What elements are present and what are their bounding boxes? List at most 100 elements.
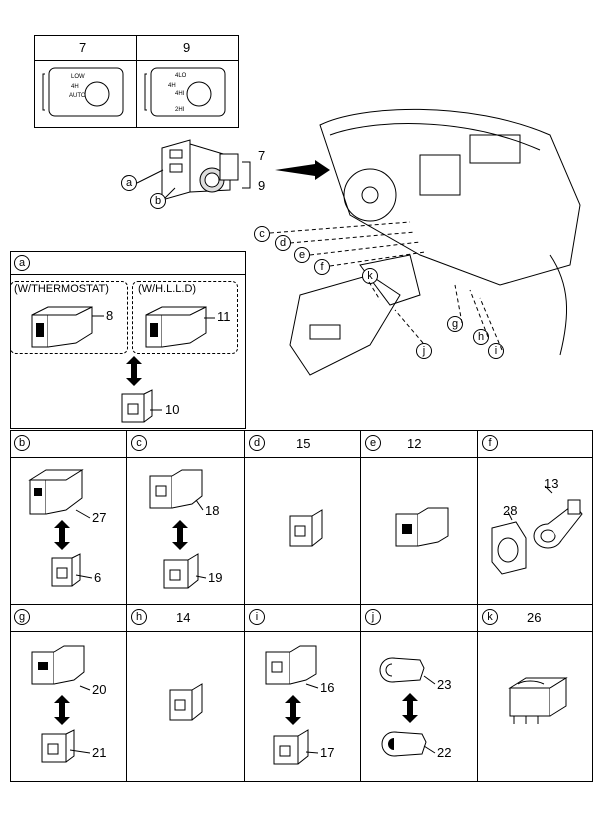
callout-g: g xyxy=(447,316,463,332)
panel-h-letter: h xyxy=(131,609,147,625)
part-18: 18 xyxy=(205,503,220,518)
part-8: 8 xyxy=(106,308,114,323)
callout-h: h xyxy=(473,329,489,345)
panel-j-header xyxy=(361,605,477,632)
panel-i-header xyxy=(245,605,360,632)
switch-10-illustration xyxy=(121,389,153,423)
part-10: 10 xyxy=(165,402,180,417)
panel-i xyxy=(244,604,361,782)
panel-g-header xyxy=(11,605,126,632)
part-11: 11 xyxy=(217,309,231,324)
switch-27-illustration xyxy=(28,469,84,515)
panel-k-letter: k xyxy=(482,609,498,625)
panel-i-letter: i xyxy=(249,609,265,625)
callout-9: 9 xyxy=(258,178,266,193)
panel-d-letter: d xyxy=(249,435,265,451)
power-outlet-23-illustration xyxy=(379,657,425,683)
callout-f: f xyxy=(314,259,330,275)
knob7-label-4h: 4H xyxy=(71,84,79,90)
part-28: 28 xyxy=(503,503,518,518)
ashtray-26-illustration xyxy=(508,677,568,724)
panel-b-letter: b xyxy=(14,435,30,451)
panel-d-header xyxy=(245,431,360,458)
dashboard-pointer-arrow xyxy=(275,160,330,180)
label-w-hlld: (W/H.L.L.D) xyxy=(138,283,197,295)
cigar-lighter-22-illustration xyxy=(381,731,427,757)
switch-11-illustration xyxy=(145,306,207,348)
knob9-label-2hi: 2HI xyxy=(175,107,185,113)
panel-g xyxy=(10,604,127,782)
panel-d-part-15: 15 xyxy=(296,436,311,451)
knob9-label-4h: 4H xyxy=(168,83,176,89)
panel-k-header xyxy=(478,605,592,632)
switch-6-illustration xyxy=(51,553,81,587)
switch-15-illustration xyxy=(289,509,323,547)
panel-e-part-12: 12 xyxy=(407,436,422,451)
part-23: 23 xyxy=(437,677,452,692)
part-27: 27 xyxy=(92,510,107,525)
part-16: 16 xyxy=(320,680,335,695)
label-w-thermostat: (W/THERMOSTAT) xyxy=(14,283,109,295)
switch-21-illustration xyxy=(41,729,75,763)
panel-h-part-14: 14 xyxy=(176,610,191,625)
switch-19-illustration xyxy=(163,553,199,589)
panel-j-letter: j xyxy=(365,609,381,625)
switch-13-illustration xyxy=(533,499,583,549)
inset-knob-panels: 7 9 LOW 4H AUTO 4LO 4H 4HI 2HI xyxy=(34,35,239,128)
panel-h xyxy=(126,604,245,782)
switch-8-illustration xyxy=(31,306,93,348)
panel-h-header xyxy=(127,605,244,632)
part-6: 6 xyxy=(94,570,102,585)
inset-divider xyxy=(136,36,137,127)
switch-12-illustration xyxy=(395,507,449,547)
panel-i-double-arrow xyxy=(285,695,301,725)
switch-17-illustration xyxy=(273,729,309,765)
panel-k-part-26: 26 xyxy=(527,610,542,625)
panel-a-header xyxy=(11,252,245,275)
panel-f-letter: f xyxy=(482,435,498,451)
part-13: 13 xyxy=(544,476,559,491)
inset-number-7: 7 xyxy=(79,40,87,55)
group-w-thermostat xyxy=(10,281,128,354)
panel-c-double-arrow xyxy=(172,520,188,550)
callout-i: i xyxy=(488,343,504,359)
knob9-label-4lo: 4LO xyxy=(175,73,187,79)
panel-f-header xyxy=(478,431,592,458)
switch-16-illustration xyxy=(265,645,317,685)
callout-c: c xyxy=(254,226,270,242)
inset-number-9: 9 xyxy=(183,40,191,55)
panel-j-double-arrow xyxy=(402,693,418,723)
panel-a-letter: a xyxy=(14,255,30,271)
switch-18-illustration xyxy=(149,469,203,509)
part-20: 20 xyxy=(92,682,107,697)
panel-e-letter: e xyxy=(365,435,381,451)
panel-e-header xyxy=(361,431,477,458)
switch-module-illustration xyxy=(161,139,239,201)
knob7-label-low: LOW xyxy=(71,74,85,80)
panel-c-header xyxy=(127,431,244,458)
callout-e: e xyxy=(294,247,310,263)
part-21: 21 xyxy=(92,745,107,760)
part-19: 19 xyxy=(208,570,223,585)
panel-b-header xyxy=(11,431,126,458)
panel-a-double-arrow xyxy=(126,356,142,386)
dashboard-illustration xyxy=(289,108,581,376)
group-w-hlld xyxy=(132,281,238,354)
knob9-label-4hi: 4HI xyxy=(175,91,185,97)
part-22: 22 xyxy=(437,745,452,760)
knob7-label-auto: AUTO xyxy=(69,93,86,99)
callout-a: a xyxy=(121,175,137,191)
callout-b: b xyxy=(150,193,166,209)
knob-panel-9-illustration xyxy=(144,67,226,117)
panel-g-double-arrow xyxy=(54,695,70,725)
part-17: 17 xyxy=(320,745,335,760)
panel-c-letter: c xyxy=(131,435,147,451)
switch-14-illustration xyxy=(169,683,203,721)
bezel-28-illustration xyxy=(491,521,527,575)
panel-b-double-arrow xyxy=(54,520,70,550)
knob-panel-7-illustration xyxy=(42,67,124,117)
callout-7: 7 xyxy=(258,148,266,163)
